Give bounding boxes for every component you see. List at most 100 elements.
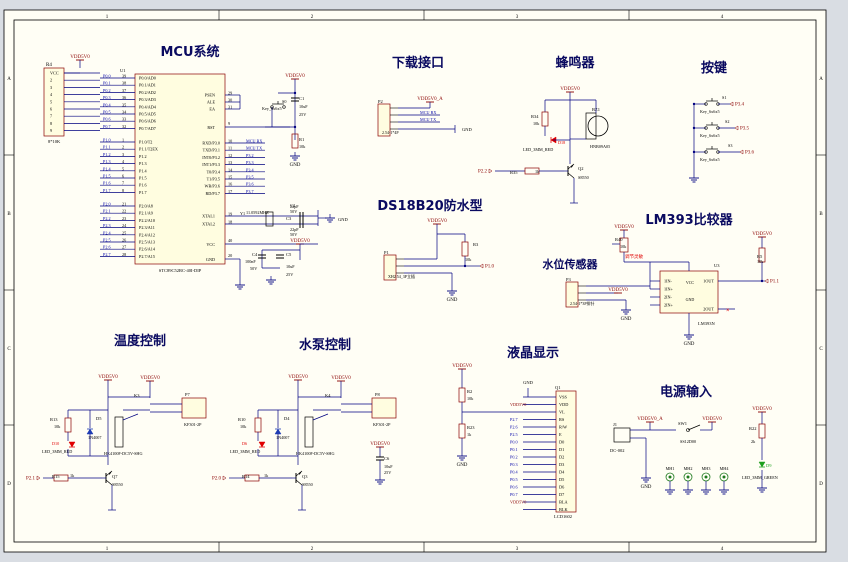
label: MH4: [720, 466, 730, 471]
label: P2.0: [103, 202, 111, 207]
resistor-symbol: [291, 133, 299, 149]
label: 10uF: [384, 464, 393, 469]
label: 26: [122, 238, 126, 243]
label: MCU TX: [420, 117, 436, 122]
section-title-temp: 温度控制: [114, 333, 166, 349]
label: 5: [122, 166, 124, 171]
label: SS12D00: [680, 439, 696, 444]
label: MCU RX: [246, 139, 262, 144]
label: VCC: [50, 71, 59, 76]
label: E: [559, 432, 562, 437]
label: P0.7: [103, 124, 111, 129]
label: P0.4/AD4: [139, 104, 157, 109]
section-title-water-level: 水位传感器: [543, 257, 599, 271]
label: DC-002: [610, 448, 625, 453]
label: P2.4: [103, 230, 111, 235]
label: 1IN-: [664, 279, 673, 284]
label: R40: [615, 237, 623, 242]
label: P2.7: [103, 252, 111, 257]
label: 10k: [533, 121, 540, 126]
label: 8: [122, 188, 124, 193]
ground-symbol: [665, 486, 675, 495]
label: 8*10K: [48, 139, 61, 144]
junction: [692, 102, 696, 106]
mounting-hole-center: [704, 475, 708, 479]
led-green-symbol: [758, 461, 766, 468]
label: 2OUT: [703, 307, 714, 312]
label: 15: [228, 175, 232, 180]
frame-column-label: 3: [516, 547, 519, 552]
label: C2: [290, 203, 295, 208]
label: C6: [384, 456, 390, 461]
label: Y1: [240, 211, 245, 216]
section-title-power: 电源输入: [660, 384, 712, 400]
label: 40: [228, 238, 232, 243]
label: P0.2: [510, 455, 518, 460]
ground-symbol: [684, 331, 694, 340]
label: P0.5/AD5: [139, 112, 156, 117]
label: R2: [467, 389, 472, 394]
label: VSS: [559, 395, 567, 400]
label: P1.2: [139, 154, 147, 159]
label: 25: [122, 230, 126, 235]
ground-label: GND: [447, 298, 458, 303]
section-title-ds18b20: DS18B20防水型: [377, 198, 482, 214]
label: LED_3MM_RED: [523, 147, 553, 152]
power-net-label: VDD5V0: [560, 87, 580, 92]
power-net-label: VDD5V0: [608, 288, 628, 293]
label: 6: [50, 107, 52, 112]
label: HK4100F-DC5V-SHG: [296, 451, 334, 456]
frame-row-label: C: [819, 347, 823, 352]
label: LED_3MM_RED: [230, 449, 260, 454]
label: Q1: [555, 385, 561, 390]
label: P1.1: [103, 145, 111, 150]
ground-symbol: [641, 474, 651, 483]
label: P1.2: [103, 152, 111, 157]
transistor-symbol: [292, 470, 303, 486]
ground-label: GND: [290, 163, 301, 168]
label: 35: [122, 102, 126, 107]
label: RST: [207, 125, 215, 130]
connector-symbol: [565, 281, 586, 308]
net-label: P3.4: [735, 103, 745, 108]
label: P3.4: [246, 167, 254, 172]
label: GND: [206, 257, 215, 262]
label: P3.6: [246, 182, 254, 187]
mounting-hole-center: [722, 475, 726, 479]
label: GND: [523, 380, 533, 385]
label: Key_6x6x5: [700, 157, 720, 162]
capacitor-symbol: [276, 254, 284, 259]
label: P3.7: [246, 189, 254, 194]
rpack-body: [43, 67, 65, 137]
label: P0.3: [510, 462, 518, 467]
label: P2.6/A14: [139, 247, 156, 252]
connector-symbol: [377, 103, 398, 137]
label: C1: [299, 96, 304, 101]
dc-jack-symbol: [613, 427, 631, 443]
label: 10k: [299, 144, 306, 149]
label: MH1: [666, 466, 675, 471]
label: RD/P3.7: [205, 191, 220, 196]
label: 33: [122, 117, 126, 122]
section-title-buzzer: 蜂鸣器: [555, 55, 595, 71]
mounting-hole-center: [668, 475, 672, 479]
label: INT1/P3.3: [202, 162, 220, 167]
label: VDD5V0: [510, 402, 526, 407]
label: P1: [384, 250, 389, 255]
frame-column-label: 3: [516, 15, 519, 20]
label: P2.1: [103, 209, 111, 214]
label: 2IN-: [664, 295, 673, 300]
power-net-label: VDD5V0: [752, 232, 772, 237]
ground-symbol: [290, 152, 300, 161]
label: 25V: [384, 470, 391, 475]
net-port: [729, 101, 734, 107]
label: T1/P3.5: [207, 177, 220, 182]
label: P0.7: [510, 492, 518, 497]
label: 1N4007: [276, 435, 290, 440]
section-title-lcd: 液晶显示: [507, 345, 559, 361]
label: P0.0/AD0: [139, 76, 156, 81]
label: 2.54-1*3P排针: [570, 300, 595, 306]
power-net-label: VDD5V0_A: [417, 97, 443, 102]
label: D5: [559, 477, 564, 482]
